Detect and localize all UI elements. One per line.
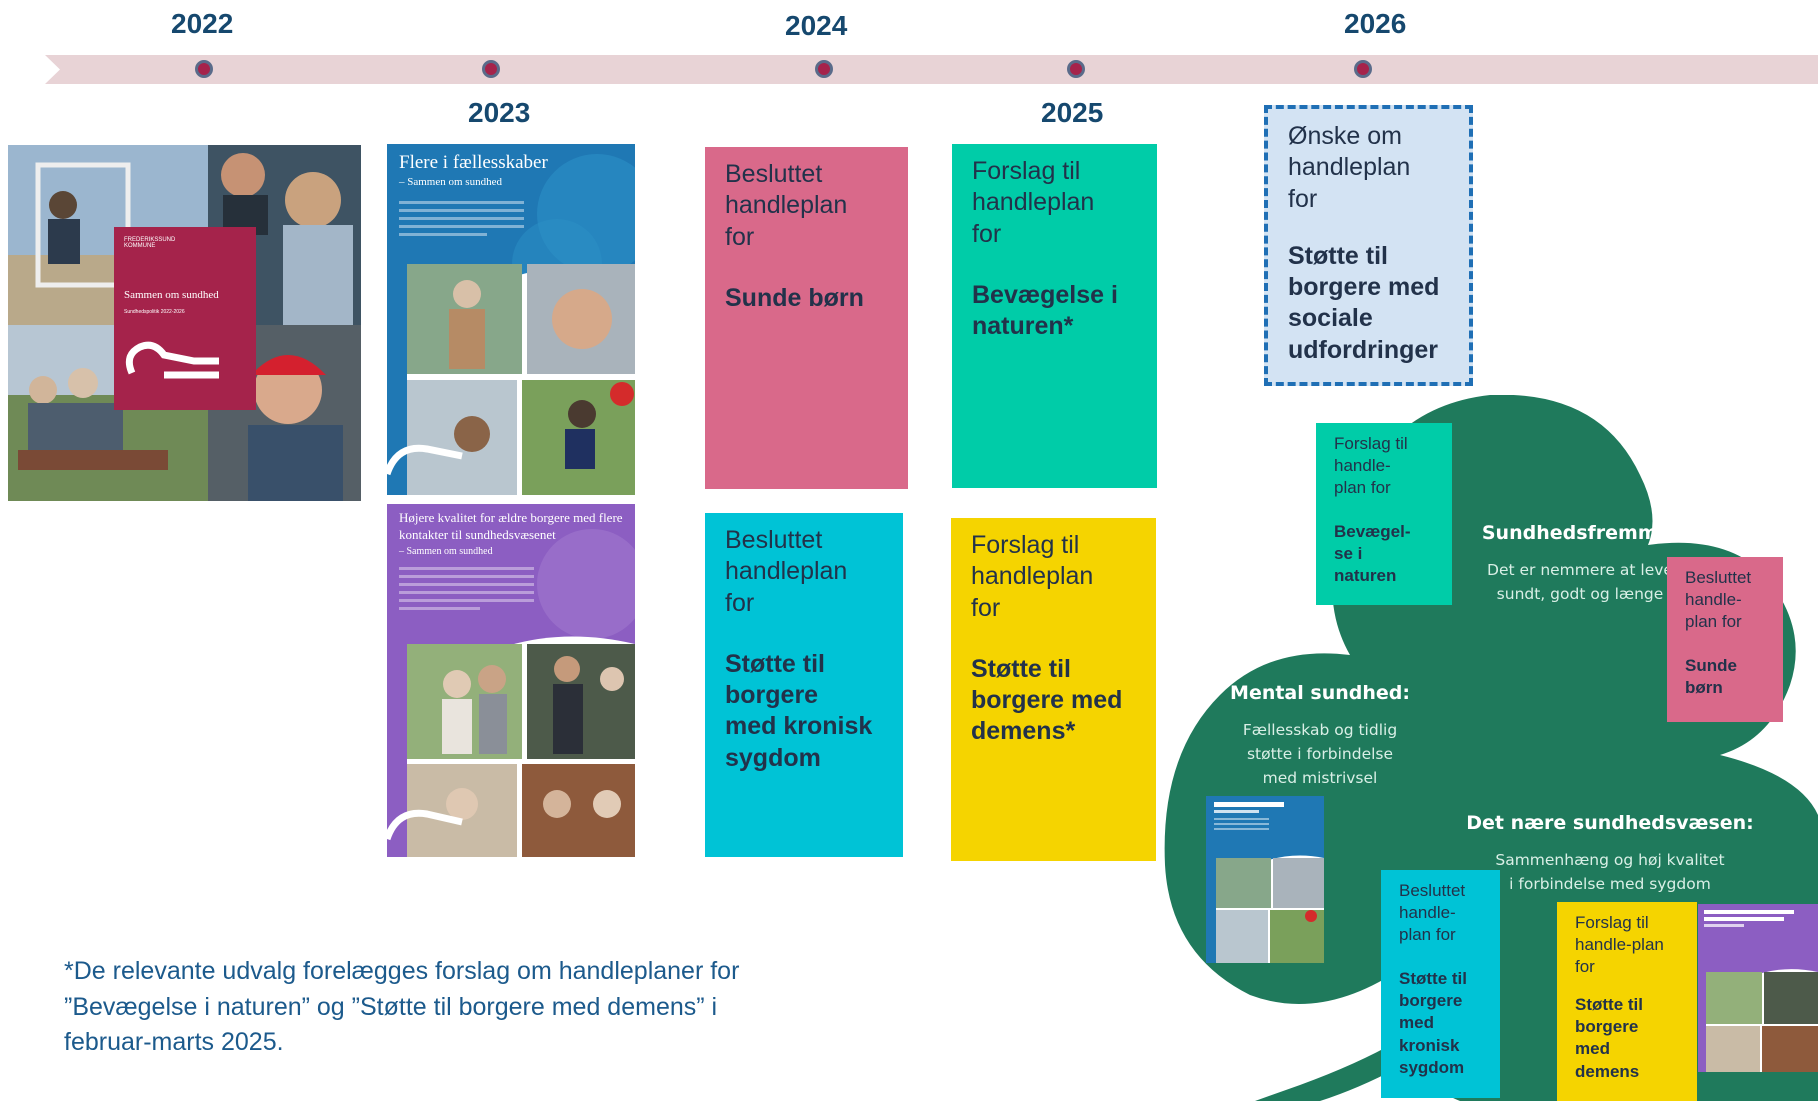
clover-naere-text: Sammenhæng og høj kvalitet i forbindelse…	[1495, 851, 1725, 894]
card-2025-bevaegelse: Forslag til handleplan for Bevægelse i n…	[952, 144, 1157, 488]
timeline-marker-2022	[195, 60, 213, 78]
timeline-marker-2026	[1354, 60, 1372, 78]
footnote: *De relevante udvalg forelægges forslag …	[64, 957, 740, 1056]
timeline-marker-2025	[1067, 60, 1085, 78]
brochure-2023a-art	[387, 154, 635, 495]
card-2024b-top-text: Besluttet handleplan for	[725, 526, 848, 617]
brochure-2023a-subtitle: – Sammen om sundhed	[399, 176, 502, 188]
card-2025a-top-text: Forslag til handleplan for	[972, 157, 1095, 248]
mini-card-bevaegelse-main: Bevægel- se i naturen	[1334, 522, 1411, 586]
mini-card-kronisk-top: Besluttet handle- plan for	[1399, 881, 1466, 945]
mini-card-demens-top: Forslag til handle-plan for	[1575, 913, 1664, 977]
mini-card-bevaegelse: Forslag til handle- plan for Bevægel- se…	[1316, 423, 1452, 605]
card-2025-demens: Forslag til handleplan for Støtte til bo…	[951, 518, 1156, 861]
clover-sundhedsfremme-heading: Sundhedsfremme:	[1481, 522, 1679, 544]
thumb-brochure-faellesskaber	[1206, 796, 1324, 963]
mini-card-sunde-boern-top: Besluttet handle- plan for	[1685, 568, 1752, 632]
mini-card-kronisk-main: Støtte til borgere med kronisk sygdom	[1399, 969, 1467, 1077]
brochure-2022-title: Sammen om sundhed	[124, 289, 219, 301]
brochure-2022-panel: FREDERIKSSUND KOMMUNE Sammen om sundhed …	[114, 227, 256, 410]
mini-card-kronisk-sygdom: Besluttet handle- plan for Støtte til bo…	[1381, 870, 1500, 1098]
card-2024-kronisk-sygdom: Besluttet handleplan for Støtte til borg…	[705, 513, 903, 857]
clover-naere-heading: Det nære sundhedsvæsen:	[1466, 812, 1754, 834]
thumb-brochure-aeldre	[1698, 904, 1818, 1072]
brochure-2023b-subtitle: – Sammen om sundhed	[399, 546, 493, 557]
card-2024b-main-text: Støtte til borgere med kronisk sygdom	[725, 649, 873, 772]
mini-card-demens: Forslag til handle-plan for Støtte til b…	[1557, 902, 1697, 1101]
clover-mental-text: Fællesskab og tidlig støtte i forbindels…	[1242, 721, 1398, 788]
mini-card-sunde-boern-main: Sunde børn	[1685, 656, 1737, 698]
card-2025b-top-text: Forslag til handleplan for	[971, 531, 1094, 622]
brochure-2023-faellesskaber: Flere i fællesskaber – Sammen om sundhed	[387, 144, 635, 495]
year-2024: 2024	[785, 10, 848, 41]
thumb-brochure-faellesskaber-art	[1214, 802, 1324, 963]
card-2024a-top-text: Besluttet handleplan for	[725, 160, 848, 251]
brochure-2023b-art	[387, 529, 635, 857]
mini-card-sunde-boern: Besluttet handle- plan for Sunde børn	[1667, 557, 1783, 722]
brochure-2023a-title: Flere i fællesskaber	[399, 152, 548, 173]
brochure-2022-subtitle: Sundhedspolitik 2022-2026	[124, 309, 185, 315]
clover-mental-heading: Mental sundhed:	[1230, 682, 1410, 704]
kommune-logo-icon	[125, 341, 219, 379]
mini-card-demens-main: Støtte til borgere med demens	[1575, 995, 1643, 1081]
year-2025: 2025	[1041, 97, 1104, 128]
brochure-2023-aeldre: Højere kvalitet for ældre borgere med fl…	[387, 504, 635, 857]
card-2026-sociale-udfordringer: Ønske om handleplan for Støtte til borge…	[1264, 105, 1473, 386]
clover-sundhedsfremme-text: Det er nemmere at leve sundt, godt og læ…	[1487, 561, 1673, 604]
card-2026-top-text: Ønske om handleplan for	[1288, 122, 1411, 213]
thumb-brochure-aeldre-art	[1704, 910, 1818, 1072]
timeline-marker-2024	[815, 60, 833, 78]
brochure-2022-org: FREDERIKSSUND KOMMUNE	[124, 237, 176, 249]
card-2026-main-text: Støtte til borgere med sociale udfordrin…	[1288, 241, 1440, 364]
brochure-2023b-title: Højere kvalitet for ældre borgere med fl…	[399, 510, 623, 542]
timeline-band	[45, 55, 1818, 84]
mini-card-bevaegelse-top: Forslag til handle- plan for	[1334, 434, 1408, 498]
timeline-marker-2023	[482, 60, 500, 78]
brochure-2023b-bodytext	[399, 562, 534, 615]
brochure-2023a-bodytext	[399, 196, 524, 241]
year-2023: 2023	[468, 97, 531, 128]
card-2024a-main-text: Sunde børn	[725, 283, 864, 312]
card-2025b-main-text: Støtte til borgere med demens*	[971, 654, 1123, 746]
card-2024-sunde-boern: Besluttet handleplan for Sunde børn	[705, 147, 908, 489]
card-2025a-main-text: Bevægelse i naturen*	[972, 280, 1118, 340]
year-2022: 2022	[171, 8, 234, 39]
brochure-2022-cover: FREDERIKSSUND KOMMUNE Sammen om sundhed …	[8, 145, 361, 501]
year-2026: 2026	[1344, 8, 1407, 39]
